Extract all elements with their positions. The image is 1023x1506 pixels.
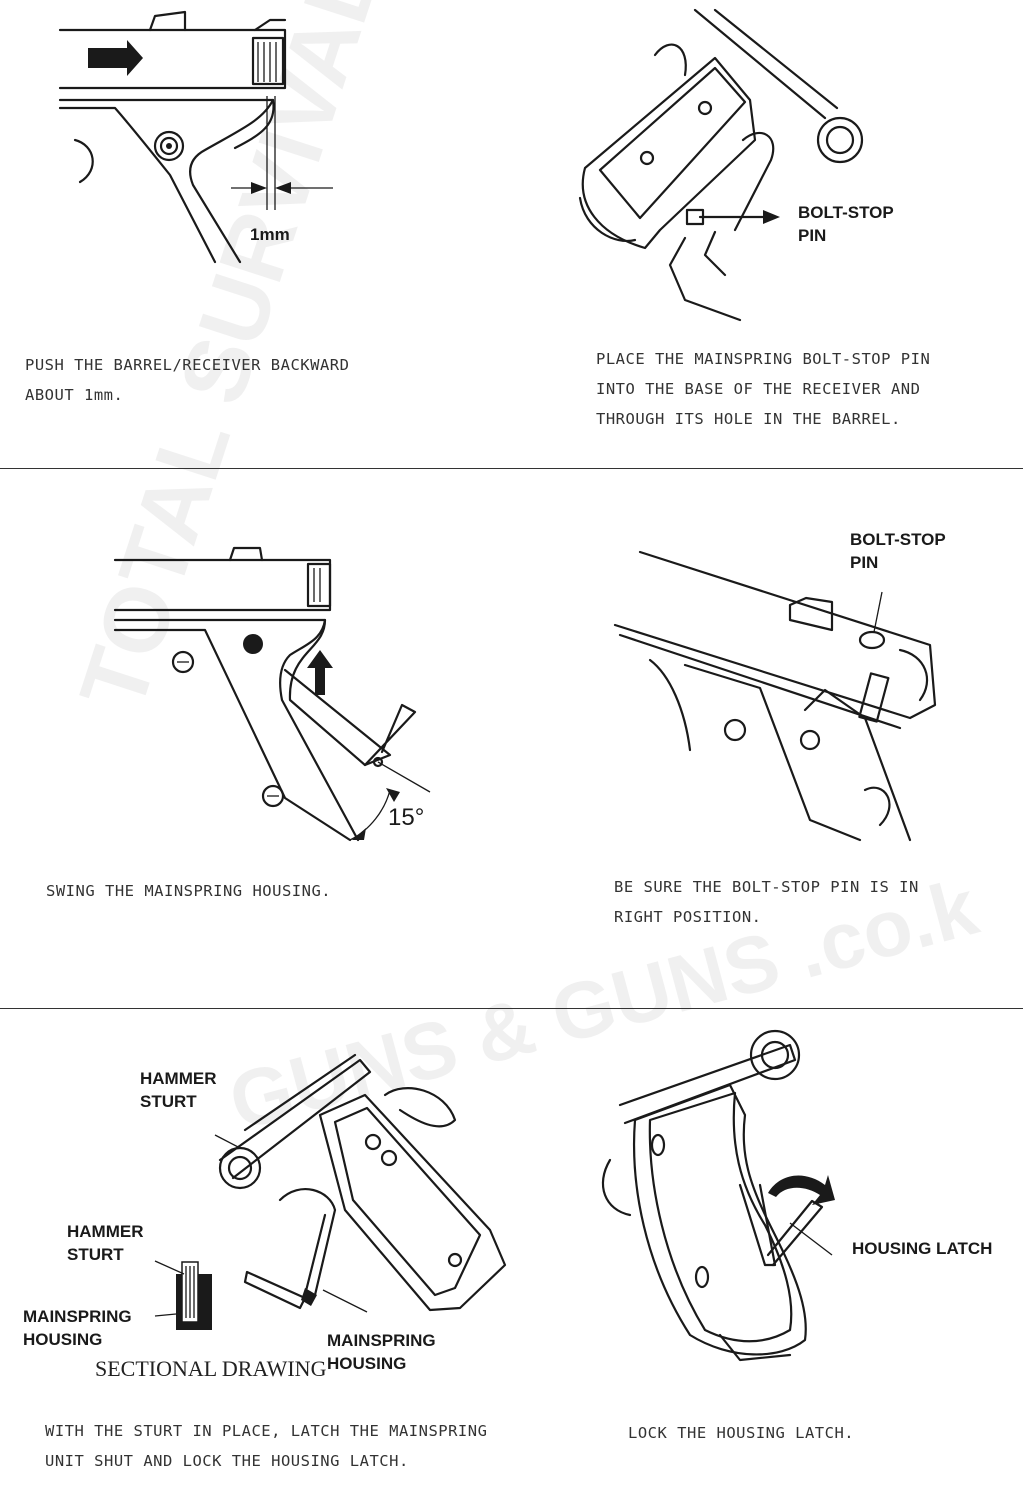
sectional-drawing: [154, 1260, 212, 1330]
mainspring-housing-label-left: MAINSPRING HOUSING: [23, 1307, 132, 1349]
step3-illustration: [113, 546, 431, 842]
hammer-sturt-label-left: HAMMER STURT: [67, 1222, 144, 1264]
divider-1: [0, 468, 1023, 469]
step5-caption: WITH THE STURT IN PLACE, LATCH THE MAINS…: [45, 1422, 488, 1470]
step4-illustration: [613, 550, 937, 842]
step4-pin-label: BOLT-STOP PIN: [850, 530, 946, 572]
step5-illustration: [214, 1053, 507, 1313]
sectional-drawing-label: SECTIONAL DRAWING: [95, 1356, 327, 1381]
step1-caption: PUSH THE BARREL/RECEIVER BACKWARD ABOUT …: [25, 356, 350, 404]
step2-caption: PLACE THE MAINSPRING BOLT-STOP PIN INTO …: [596, 350, 931, 428]
step1-measure-label: 1mm: [250, 225, 290, 244]
step2-pin-label: BOLT-STOP PIN: [798, 203, 894, 245]
step4-caption: BE SURE THE BOLT-STOP PIN IS IN RIGHT PO…: [614, 878, 919, 926]
mainspring-housing-label-right: MAINSPRING HOUSING: [327, 1331, 436, 1373]
step1-illustration: [58, 10, 333, 264]
step6-illustration: [601, 1029, 835, 1362]
step6-caption: LOCK THE HOUSING LATCH.: [628, 1424, 855, 1442]
divider-2: [0, 1008, 1023, 1009]
step2-illustration: [578, 8, 864, 322]
hammer-sturt-label-top: HAMMER STURT: [140, 1069, 217, 1111]
step3-angle-label: 15°: [388, 804, 425, 831]
step3-caption: SWING THE MAINSPRING HOUSING.: [46, 882, 332, 900]
housing-latch-label: HOUSING LATCH: [852, 1239, 993, 1258]
